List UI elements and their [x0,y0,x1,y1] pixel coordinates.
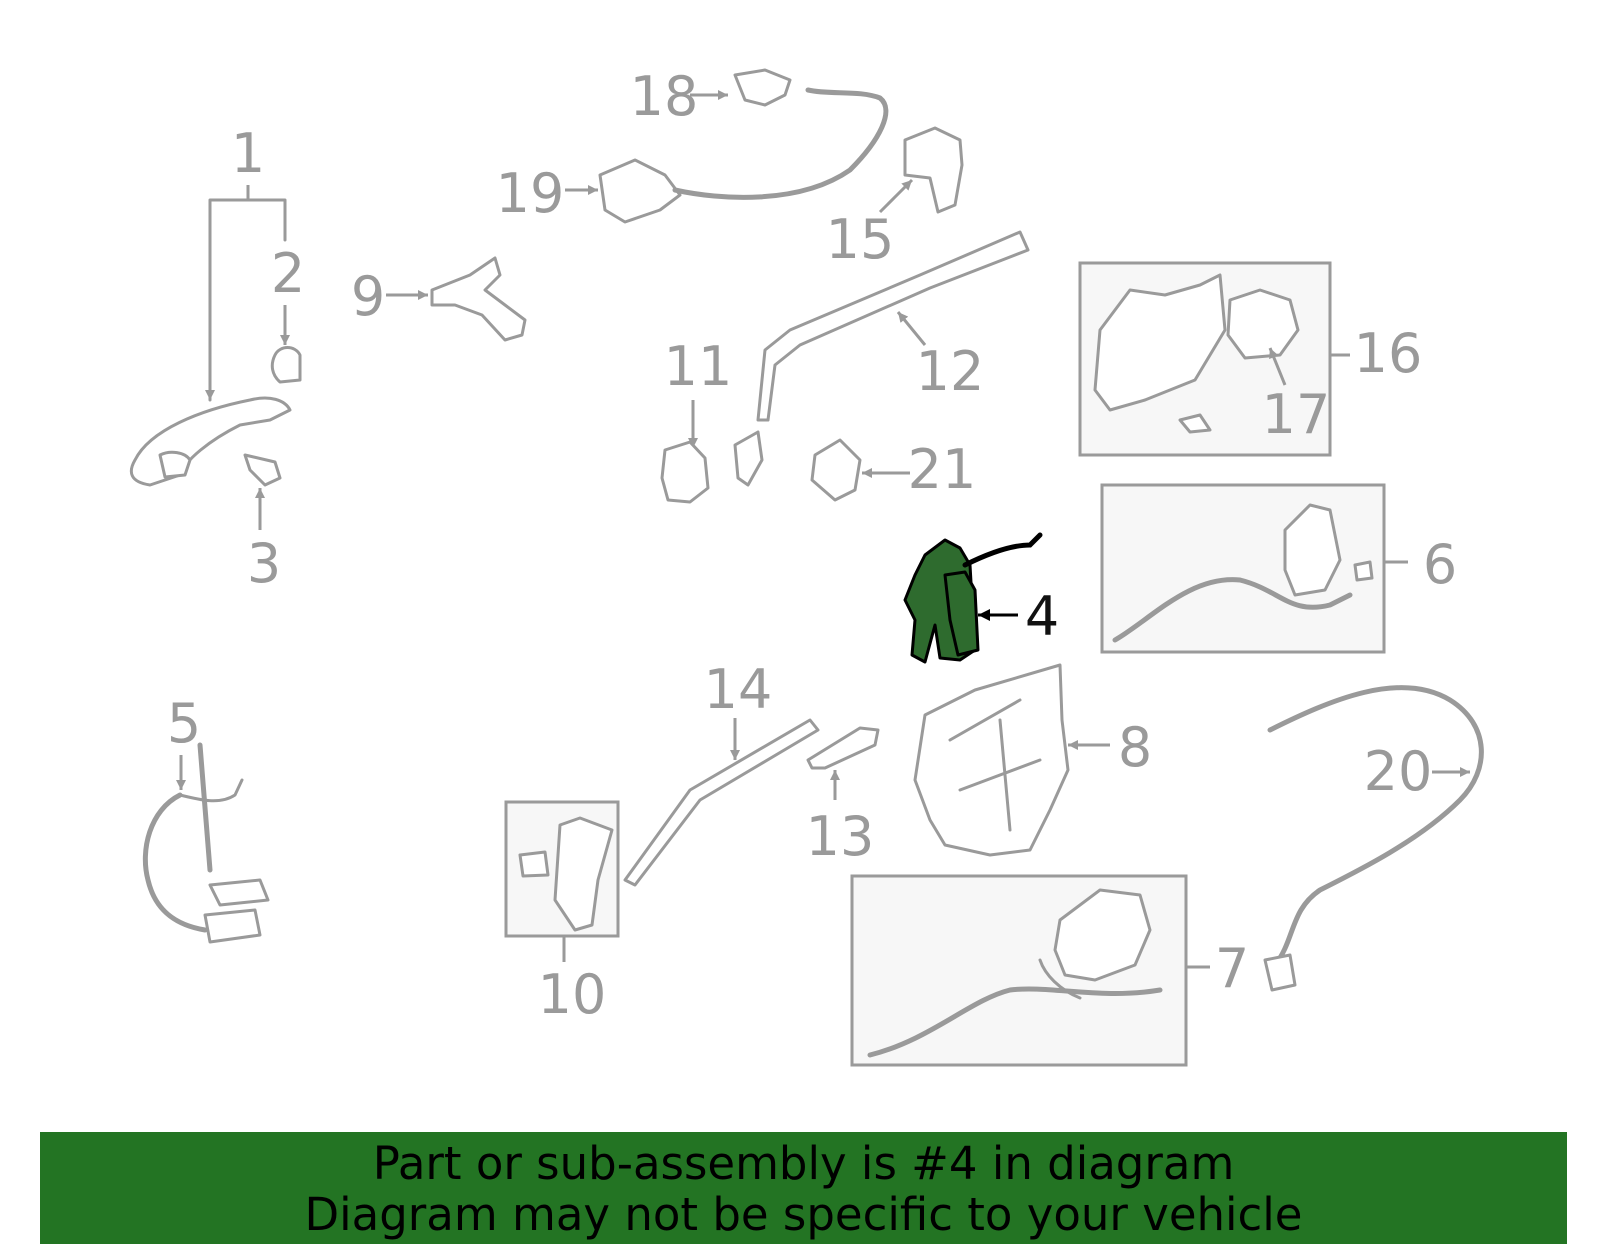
callout-4: 4 [1025,585,1059,648]
callout-10: 10 [538,963,607,1026]
callout-12: 12 [916,340,985,403]
part-21-clip [810,438,910,502]
part-11-bracket [660,400,764,504]
callout-18: 18 [630,65,699,128]
callout-7: 7 [1215,937,1249,1000]
callout-17: 17 [1262,383,1331,446]
part-10-box [504,800,620,962]
callout-20: 20 [1364,740,1433,803]
part-7-box [850,874,1210,1067]
callout-15: 15 [826,208,895,271]
part-16-box [1078,261,1350,457]
callout-3: 3 [247,532,281,595]
part-8-panel [913,663,1110,857]
part-12-channel [756,230,1030,422]
callout-14: 14 [704,658,773,721]
callout-11: 11 [664,335,733,398]
callout-21: 21 [908,438,977,501]
callout-13: 13 [806,805,875,868]
callout-2: 2 [271,242,305,305]
part-4-highlighted [903,532,1043,664]
callout-5: 5 [167,692,201,755]
callout-19: 19 [496,162,565,225]
callout-8: 8 [1118,716,1152,779]
part-inside-rod [142,742,270,944]
info-banner: Part or sub-assembly is #4 in diagram Di… [40,1132,1567,1244]
callout-6: 6 [1423,533,1457,596]
part-cable-assembly [565,68,889,224]
part-20-cable [1263,685,1484,992]
callout-9: 9 [351,265,385,328]
callout-16: 16 [1354,322,1423,385]
callout-1: 1 [231,122,265,185]
part-14-rod [623,718,820,887]
part-9-bracket [386,256,527,342]
part-outside-handle [129,185,302,530]
part-15-actuator [878,126,964,214]
banner-line-2: Diagram may not be specific to your vehi… [304,1188,1303,1241]
banner-line-1: Part or sub-assembly is #4 in diagram [372,1137,1235,1190]
part-13-clip [806,726,880,800]
part-6-box [1100,483,1408,654]
